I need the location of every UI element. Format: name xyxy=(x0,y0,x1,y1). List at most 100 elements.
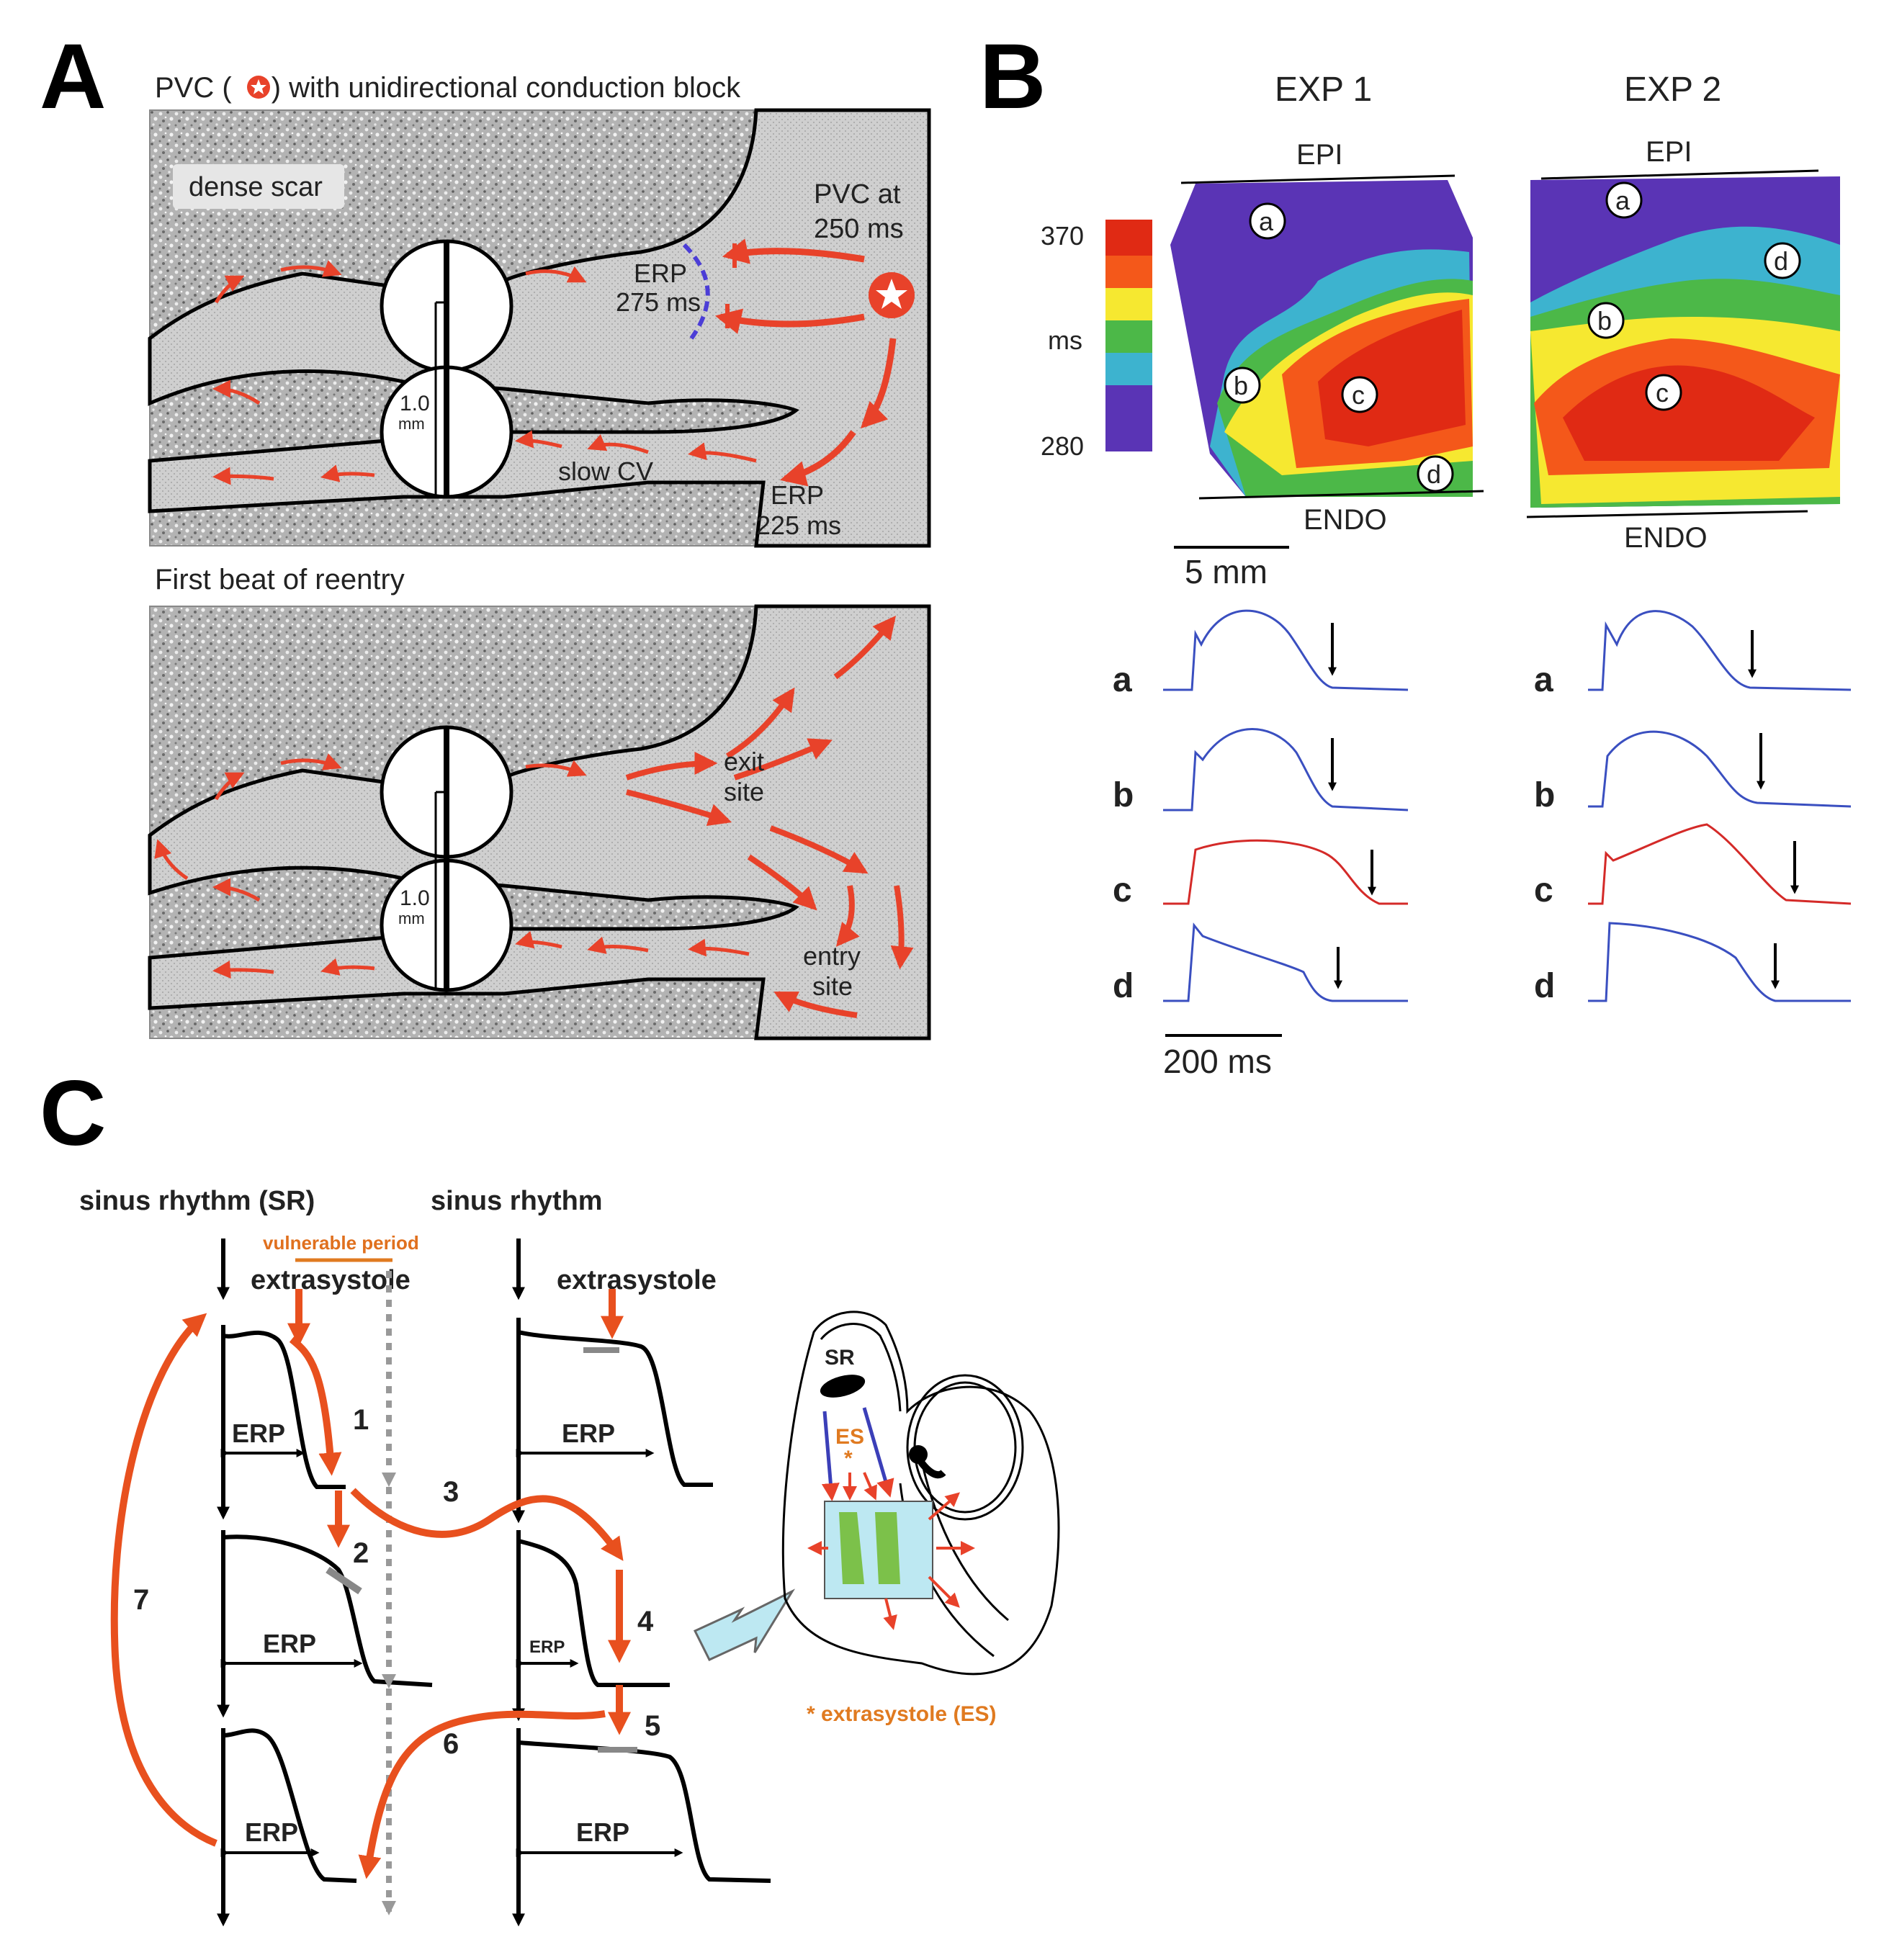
erp-double-arrows xyxy=(220,1449,683,1857)
exp2-endo-line xyxy=(1526,510,1808,518)
sinus-arrows xyxy=(821,1407,894,1501)
exp1-trace-a-label: a xyxy=(1113,661,1132,699)
erp-label-1: ERP xyxy=(232,1419,285,1448)
extrasystole-label-right: extrasystole xyxy=(557,1265,717,1295)
star-glyph-icon xyxy=(251,79,266,94)
exit-site-label-1: exit xyxy=(724,747,764,776)
exp2-site-d: d xyxy=(1774,246,1788,276)
gray-arrowhead-2 xyxy=(382,1674,396,1689)
es-legend: * extrasystole (ES) xyxy=(807,1702,996,1726)
exp1-activation-map: EPI ENDO a b c d xyxy=(1170,139,1484,536)
exp1-site-a-marker xyxy=(1249,202,1286,240)
dense-scar-label: dense scar xyxy=(189,172,323,202)
exp1-epi-label: EPI xyxy=(1296,139,1342,171)
panel-b-letter: B xyxy=(979,25,1046,128)
panel-a-letter: A xyxy=(40,25,106,128)
sinus-rhythm-label: sinus rhythm xyxy=(431,1186,603,1216)
tissue-channel-bottom xyxy=(148,604,931,1040)
step-4: 4 xyxy=(637,1606,654,1637)
exp2-trace-c xyxy=(1588,823,1852,905)
exp1-site-b-marker xyxy=(1224,367,1261,404)
colorbar-min: 280 xyxy=(1041,431,1084,461)
heart-outline xyxy=(781,1311,1060,1676)
tissue-channel xyxy=(148,108,931,548)
erp-bottom-ms: 225 ms xyxy=(756,511,841,540)
colorbar-swatch-3 xyxy=(1105,288,1152,320)
exp2-trace-b xyxy=(1588,730,1852,808)
electrode-bracket xyxy=(434,301,447,497)
exit-site-label-2: site xyxy=(724,777,764,806)
panel-a-bottom-title: First beat of reentry xyxy=(155,564,405,595)
exp2-site-b: b xyxy=(1597,306,1612,336)
exp1-epi-line xyxy=(1180,174,1455,184)
exp1-trace-c xyxy=(1163,839,1408,905)
pvc-at-label: PVC at xyxy=(814,179,901,210)
step-6: 6 xyxy=(443,1728,459,1760)
colorbar-unit: ms xyxy=(1048,325,1082,355)
exp2-site-c: c xyxy=(1656,378,1669,408)
exp2-trace-b-label: b xyxy=(1534,776,1555,814)
erp-label-3: ERP xyxy=(245,1817,298,1847)
step-5: 5 xyxy=(645,1710,660,1742)
panel-a-top-diagram: dense scar 1.0 mm xyxy=(148,108,931,548)
panel-a: A PVC () with unidirectional conduction … xyxy=(40,25,931,1040)
exp1-trace-b xyxy=(1163,728,1409,812)
dense-scar-box xyxy=(173,164,344,209)
erp-label-2: ERP xyxy=(263,1629,316,1658)
exp2-trace-a-label: a xyxy=(1534,661,1553,699)
exp2-site-a: a xyxy=(1615,186,1630,215)
step-3: 3 xyxy=(443,1476,459,1508)
colorbar-swatch-5 xyxy=(1105,353,1152,385)
pvc-star-glyph-icon xyxy=(876,279,907,309)
exp2-epi-label: EPI xyxy=(1646,136,1692,168)
extrasystole-label-left: extrasystole xyxy=(251,1265,411,1295)
exp1-trace-c-label: c xyxy=(1113,871,1132,909)
erp-label-4: ERP xyxy=(562,1419,615,1448)
sinus-rhythm-sr-label: sinus rhythm (SR) xyxy=(79,1186,315,1216)
av-node xyxy=(909,1445,928,1464)
exp1-site-c-marker xyxy=(1341,376,1378,413)
exp2-trace-d xyxy=(1588,922,1851,1002)
exp2-region-red xyxy=(1563,365,1815,461)
exp1-trace-a xyxy=(1163,609,1409,691)
exp2-endo-label: ENDO xyxy=(1624,522,1708,554)
exp1-site-d-marker xyxy=(1417,455,1454,493)
exp2-activation-map: EPI ENDO a b c d xyxy=(1526,136,1840,554)
left-chamber xyxy=(906,1374,1024,1521)
pointer-arrow-icon xyxy=(693,1588,796,1661)
repolarization-arrows xyxy=(1328,623,1799,989)
panel-c-letter: C xyxy=(40,1062,106,1165)
step-1: 1 xyxy=(353,1404,369,1436)
erp-top-ms: 275 ms xyxy=(616,287,701,317)
erp-bottom-label: ERP xyxy=(771,480,824,510)
es-label: ES xyxy=(835,1425,864,1449)
scale-label: 1.0 xyxy=(400,392,430,415)
colorbar-swatch-4 xyxy=(1105,320,1152,353)
gray-arrowhead-3 xyxy=(382,1901,396,1915)
exp2-epi-line xyxy=(1540,169,1819,180)
exp1-site-c: c xyxy=(1352,380,1365,410)
exp1-site-b: b xyxy=(1234,371,1248,400)
scale-ms-label: 200 ms xyxy=(1163,1043,1272,1080)
scale-mm-label: 5 mm xyxy=(1185,553,1268,590)
colorbar-max: 370 xyxy=(1041,221,1084,251)
gray-arrowhead-1 xyxy=(382,1473,396,1487)
scale-unit: mm xyxy=(398,415,425,433)
panel-a-top-title: PVC () with unidirectional conduction bl… xyxy=(155,72,741,104)
exp1-site-a: a xyxy=(1259,207,1274,236)
exp1-endo-label: ENDO xyxy=(1304,504,1387,536)
reentry-arrows xyxy=(625,616,914,1018)
exp2-trace-c-label: c xyxy=(1534,871,1553,909)
colorbar-swatch-1 xyxy=(1105,220,1152,256)
erp-label-6: ERP xyxy=(576,1817,629,1847)
colorbar-swatch-6 xyxy=(1105,385,1152,451)
electrode-bracket-bottom xyxy=(434,791,447,990)
erp-boundary xyxy=(682,243,710,340)
atrium-inner xyxy=(820,1323,902,1412)
vulnerable-period-label: vulnerable period xyxy=(263,1232,419,1254)
exp1-trace-b-label: b xyxy=(1113,776,1134,814)
exp2-site-c-marker xyxy=(1645,374,1682,411)
colorbar-swatch-2 xyxy=(1105,256,1152,288)
exp2-trace-d-label: d xyxy=(1534,967,1555,1005)
